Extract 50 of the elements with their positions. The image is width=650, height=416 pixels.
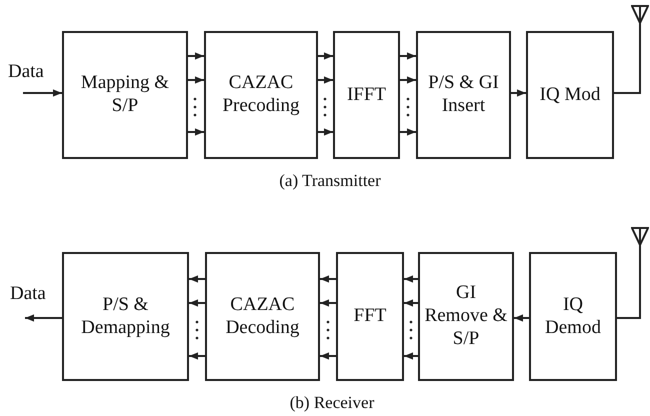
antenna-icon [631,227,649,255]
block-label: FFT [354,305,386,328]
antenna-icon [631,5,649,33]
arrow [189,352,205,360]
block-label: GI Remove & S/P [424,282,508,351]
block-label: P/S & Demapping [80,294,171,340]
block-label: IFFT [346,84,386,106]
process-box [416,31,511,159]
connector-line [614,33,641,94]
data-label: Data [8,62,54,93]
process-box [529,252,617,381]
caption: (b) Receiver [290,393,374,413]
block-label: CAZAC Precoding [221,72,301,118]
arrow [23,89,62,97]
connector-line [617,255,641,319]
arrow [404,275,418,283]
arrow [188,52,204,60]
block-label: P/S & GI Insert [427,72,500,118]
arrow [189,299,205,307]
process-box [62,252,189,381]
block-label: CAZAC Decoding [224,294,300,340]
process-box [204,31,318,159]
block-label: IQ Demod [544,294,602,340]
arrow [404,299,418,307]
arrow [318,76,333,84]
process-box [526,31,614,159]
process-box [418,252,514,381]
arrow [318,52,333,60]
arrow [400,128,416,136]
arrow [188,128,204,136]
arrow [400,76,416,84]
process-box [205,252,320,381]
arrow [511,89,526,97]
arrow [514,314,529,322]
block-label: IQ Mod [540,84,600,106]
block-label: Mapping & S/P [80,72,170,118]
arrow [320,299,336,307]
arrow [189,275,205,283]
process-box [333,31,400,159]
caption: (a) Transmitter [279,171,381,191]
data-label: Data [10,284,56,318]
arrow [400,52,416,60]
arrow [25,314,62,322]
arrow [318,128,333,136]
process-box [336,252,404,381]
arrow [188,76,204,84]
arrow [320,275,336,283]
process-box [62,31,188,159]
arrow [320,352,336,360]
arrow [404,352,418,360]
